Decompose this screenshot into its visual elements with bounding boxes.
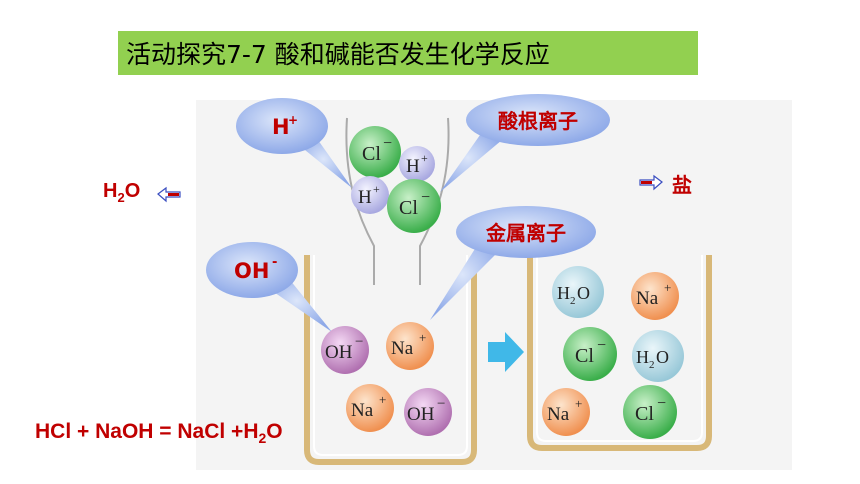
ion-label: Cl (362, 143, 381, 165)
water-label-o: O (124, 180, 141, 202)
bubble-metal-ion-body (456, 206, 596, 258)
bubble-h-plus-sup: + (288, 113, 298, 127)
bubble-acid-radical: 酸根离子 (440, 94, 610, 192)
ion-charge: − (421, 189, 430, 206)
bubble-metal-ion-tail (430, 244, 502, 320)
ion-sub: 2 (649, 359, 655, 371)
ion-h-funnel-top: H + (399, 146, 435, 182)
reaction-arrow (488, 332, 524, 372)
ion-charge: − (383, 135, 392, 152)
molecule-h2o-right-2: H 2 O (632, 330, 684, 382)
ion-label: O (656, 347, 669, 367)
bubble-oh-minus-sup: - (272, 255, 277, 270)
bubble-oh-minus-body (206, 242, 298, 298)
bubble-oh-minus-tail (268, 280, 332, 332)
ion-label: H (557, 283, 570, 303)
left-beaker-wall (304, 255, 477, 465)
bubble-h-plus-label: H (272, 115, 290, 139)
bubble-acid-radical-body (466, 94, 610, 146)
molecule-h2o-right-1: H 2 O (552, 266, 604, 318)
ion-oh-left-2: OH − (404, 388, 452, 436)
right-beaker-wall (527, 255, 712, 451)
ion-label: H (636, 347, 649, 367)
ion-charge: − (657, 395, 666, 412)
ion-label: Cl (635, 403, 654, 425)
left-beaker-inner (313, 255, 468, 456)
ion-charge: + (373, 182, 380, 196)
ion-sub: 2 (570, 295, 576, 307)
right-beaker (527, 255, 712, 451)
ion-label: Na (547, 404, 570, 425)
page-title: 活动探究7-7 酸和碱能否发生化学反应 (126, 40, 550, 69)
ion-oh-left-1: OH − (321, 326, 369, 374)
salt-label: 盐 (672, 173, 692, 197)
water-label-h: H (103, 180, 118, 202)
ion-label: Cl (575, 345, 594, 367)
bubble-oh-minus-label: OH (234, 259, 269, 283)
ion-cl-right-1: Cl − (563, 327, 617, 381)
title-bar: 活动探究7-7 酸和碱能否发生化学反应 (118, 31, 698, 75)
ion-charge: + (421, 151, 428, 165)
ion-charge: + (575, 396, 582, 411)
ion-cl-funnel-bottom: Cl − (387, 179, 441, 233)
ion-label: Na (391, 338, 414, 359)
ion-label: H (358, 187, 372, 208)
ion-label: H (406, 156, 420, 177)
ion-cl-right-2: Cl − (623, 385, 677, 439)
bubble-h-plus-body (236, 98, 328, 154)
ion-na-right-1: Na + (631, 272, 679, 320)
bubble-acid-radical-tail (440, 135, 502, 192)
reaction-arrow-icon (488, 332, 524, 372)
equation-sub: 2 (258, 430, 267, 447)
ion-label: OH (407, 404, 435, 425)
bubble-h-plus: H + (236, 98, 352, 188)
ion-h-funnel-bottom: H + (351, 176, 389, 214)
ion-na-left-1: Na + (386, 322, 434, 370)
equation-tail: O (266, 420, 283, 443)
bubble-metal-ion-label: 金属离子 (485, 221, 566, 245)
equation-main: HCl + NaOH = NaCl +H (35, 420, 259, 443)
left-arrow-icon (157, 186, 181, 203)
ion-charge: + (379, 392, 386, 407)
bubble-h-plus-tail (300, 140, 352, 188)
ion-charge: − (355, 334, 363, 350)
ion-na-right-2: Na + (542, 388, 590, 436)
right-arrow-icon (639, 174, 663, 191)
water-label: H2O (103, 180, 140, 205)
ion-label: Na (351, 400, 374, 421)
bubble-metal-ion: 金属离子 (430, 206, 596, 320)
bubble-acid-radical-label: 酸根离子 (498, 109, 578, 133)
left-beaker (304, 255, 477, 465)
ion-label: OH (325, 342, 353, 363)
ion-label: Cl (399, 197, 418, 219)
ion-label: O (577, 283, 590, 303)
ion-na-left-2: Na + (346, 384, 394, 432)
ion-charge: + (664, 280, 671, 295)
ion-charge: − (597, 337, 606, 354)
ion-cl-funnel-top: Cl − (349, 126, 401, 178)
ion-charge: + (419, 330, 426, 345)
right-beaker-inner (536, 255, 703, 442)
water-label-sub: 2 (117, 190, 125, 205)
ion-label: Na (636, 288, 659, 309)
diagram-background (196, 100, 792, 470)
reaction-equation: HCl + NaOH = NaCl +H2O (35, 420, 283, 446)
ion-charge: − (437, 396, 445, 412)
bubble-oh-minus: OH - (206, 242, 332, 332)
